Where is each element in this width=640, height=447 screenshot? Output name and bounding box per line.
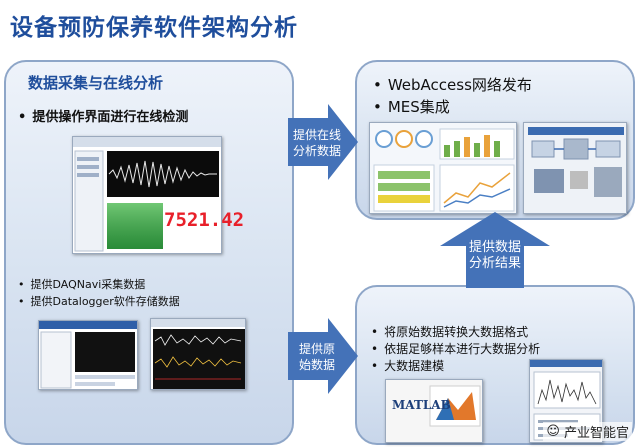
webaccess-dashboard-screenshot [369, 122, 517, 214]
watermark: ☺ 产业智能官 [543, 422, 632, 441]
analysis-result-arrow [440, 212, 550, 288]
big-data-panel: 将原始数据转换大数据格式 依据足够样本进行大数据分析 大数据建模 MATLAB [355, 285, 635, 445]
analysis-result-arrow-label: 提供数据 分析结果 [463, 240, 527, 272]
result-arrow-line-2: 分析结果 [468, 256, 521, 271]
data-acquisition-panel: 数据采集与在线分析 提供操作界面进行在线检测 7521.42 提供DAQNavi… [4, 60, 294, 445]
web-publish-panel: WebAccess网络发布 MES集成 [355, 60, 635, 220]
bullet-daqnavi: 提供DAQNavi采集数据 [18, 276, 146, 292]
online-arrow-line-2: 分析数据 [292, 144, 341, 158]
raw-data-arrow-label: 提供原 始数据 [292, 341, 342, 373]
daqnavi-screenshot [38, 320, 138, 390]
result-arrow-line-1: 提供数据 [468, 240, 521, 255]
acquisition-heading: 数据采集与在线分析 [28, 74, 164, 92]
bullet-webaccess: WebAccess网络发布 [373, 74, 532, 95]
raw-arrow-line-2: 始数据 [298, 358, 335, 372]
mes-screen [524, 123, 626, 213]
bullet-online-ui: 提供操作界面进行在线检测 [18, 106, 188, 125]
bullet-datalogger: 提供Datalogger软件存储数据 [18, 293, 180, 309]
daqnavi-screen [39, 321, 137, 389]
matlab-splash [386, 380, 482, 442]
online-data-arrow-label: 提供在线 分析数据 [292, 127, 342, 159]
bullet-convert-format: 将原始数据转换大数据格式 [371, 323, 528, 340]
watermark-text: 产业智能官 [563, 426, 629, 441]
raw-data-arrow [288, 318, 358, 394]
datalogger-screen [151, 319, 245, 389]
measurement-readout: 7521.42 [164, 209, 245, 231]
dashboard-screen [370, 123, 516, 213]
online-arrow-line-1: 提供在线 [292, 128, 341, 142]
online-monitor-screenshot [72, 136, 222, 254]
online-data-arrow [288, 104, 358, 180]
bullet-mes: MES集成 [373, 96, 450, 117]
matlab-screenshot: MATLAB [385, 379, 483, 443]
raw-arrow-line-1: 提供原 [298, 342, 335, 356]
page-title: 设备预防保养软件架构分析 [10, 15, 298, 41]
mes-integration-screenshot [523, 122, 627, 214]
matlab-label: MATLAB [392, 398, 451, 412]
datalogger-screenshot [150, 318, 246, 390]
bullet-sample-analysis: 依据足够样本进行大数据分析 [371, 340, 540, 357]
bullet-modeling: 大数据建模 [371, 357, 444, 374]
waveform-screen [73, 137, 221, 252]
wechat-icon: ☺ [546, 424, 560, 439]
